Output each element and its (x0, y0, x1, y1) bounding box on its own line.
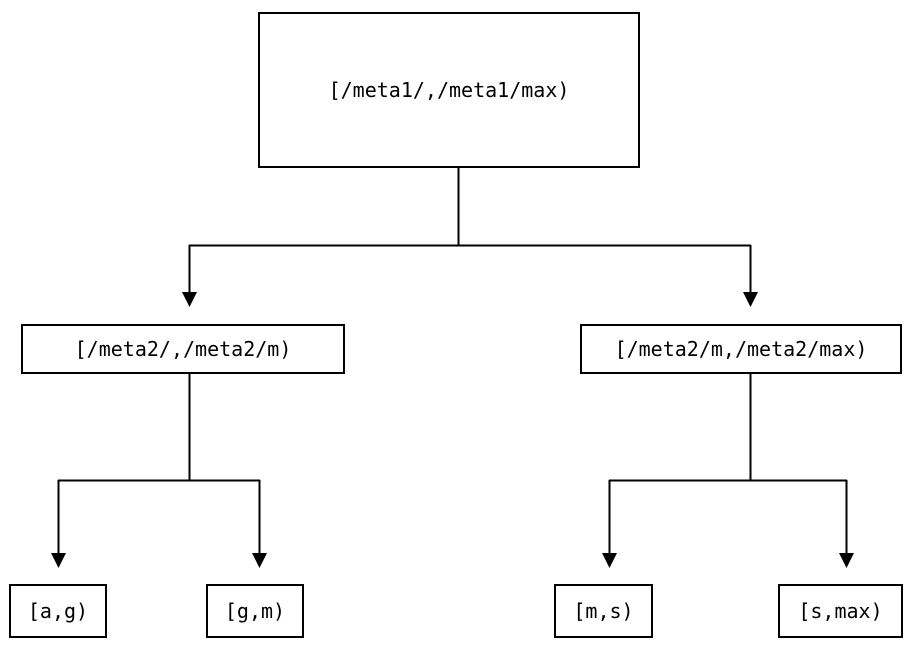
node-root-label: [/meta1/,/meta1/max) (328, 78, 570, 102)
node-leaf-g-m-label: [g,m) (224, 599, 286, 623)
node-leaf-g-m[interactable]: [g,m) (206, 584, 304, 638)
node-leaf-s-max-label: [s,max) (798, 599, 883, 623)
node-leaf-m-s-label: [m,s) (573, 599, 634, 623)
node-level2-right-label: [/meta2/m,/meta2/max) (614, 337, 868, 361)
arrowhead-to-level2-right (743, 292, 758, 307)
node-leaf-a-g-label: [a,g) (27, 599, 89, 623)
node-leaf-m-s[interactable]: [m,s) (554, 584, 653, 638)
arrowhead-to-leaf-a-g (51, 553, 66, 568)
node-level2-right[interactable]: [/meta2/m,/meta2/max) (580, 324, 902, 374)
node-leaf-s-max[interactable]: [s,max) (778, 584, 903, 638)
arrowhead-to-leaf-m-s (602, 553, 617, 568)
arrowhead-to-level2-left (182, 292, 197, 307)
node-level2-left-label: [/meta2/,/meta2/m) (74, 337, 292, 361)
node-leaf-a-g[interactable]: [a,g) (9, 584, 107, 638)
node-root[interactable]: [/meta1/,/meta1/max) (258, 12, 640, 168)
node-level2-left[interactable]: [/meta2/,/meta2/m) (21, 324, 345, 374)
arrowhead-to-leaf-s-max (839, 553, 854, 568)
arrowhead-to-leaf-g-m (252, 553, 267, 568)
